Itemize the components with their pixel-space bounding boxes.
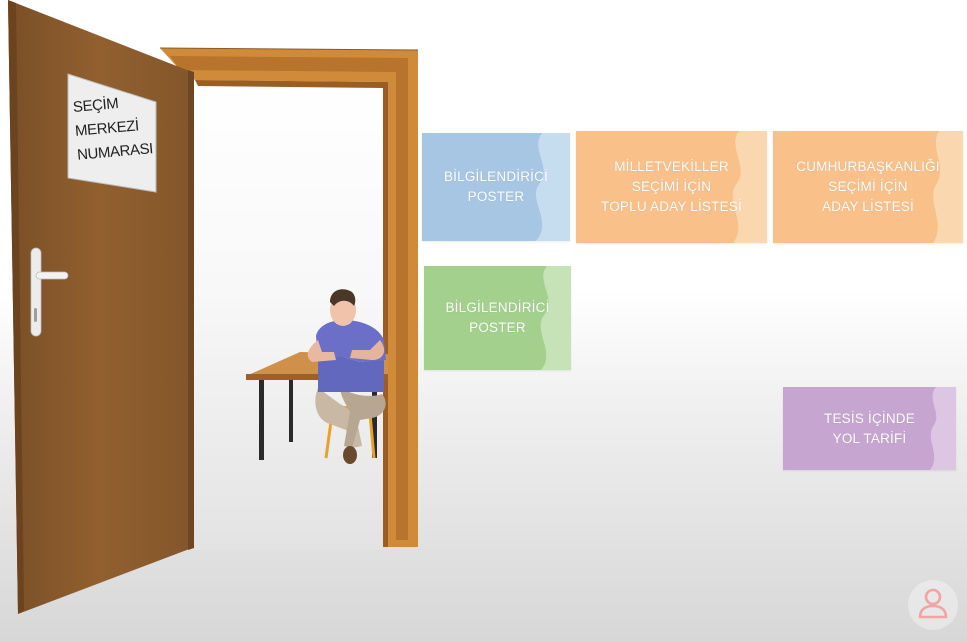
card-wave-decoration — [922, 387, 956, 470]
poster-card-blue[interactable]: BİLGİLENDİRİCİ POSTER — [422, 133, 570, 241]
door-sign-text: SEÇİM MERKEZİ NUMARASI — [72, 88, 174, 168]
tesis-card-label: TESİS İÇİNDE YOL TARİFİ — [824, 409, 915, 449]
milletvekili-aday-listesi-card[interactable]: MİLLETVEKİLLER SEÇİMİ İÇİN TOPLU ADAY Lİ… — [576, 131, 767, 243]
person-outline-icon — [908, 580, 958, 630]
cumhurbaskanligi-card-label: CUMHURBAŞKANLIĞI SEÇİMİ İÇİN ADAY LİSTES… — [796, 157, 939, 217]
person-icon-button[interactable] — [908, 580, 958, 630]
poster-card-green[interactable]: BİLGİLENDİRİCİ POSTER — [424, 266, 571, 370]
milletvekili-card-label: MİLLETVEKİLLER SEÇİMİ İÇİN TOPLU ADAY Lİ… — [601, 157, 742, 217]
poster-card-blue-label: BİLGİLENDİRİCİ POSTER — [444, 167, 548, 207]
poster-card-green-label: BİLGİLENDİRİCİ POSTER — [445, 298, 549, 338]
cumhurbaskanligi-aday-listesi-card[interactable]: CUMHURBAŞKANLIĞI SEÇİMİ İÇİN ADAY LİSTES… — [773, 131, 963, 243]
tesis-yol-tarifi-card[interactable]: TESİS İÇİNDE YOL TARİFİ — [783, 387, 956, 470]
